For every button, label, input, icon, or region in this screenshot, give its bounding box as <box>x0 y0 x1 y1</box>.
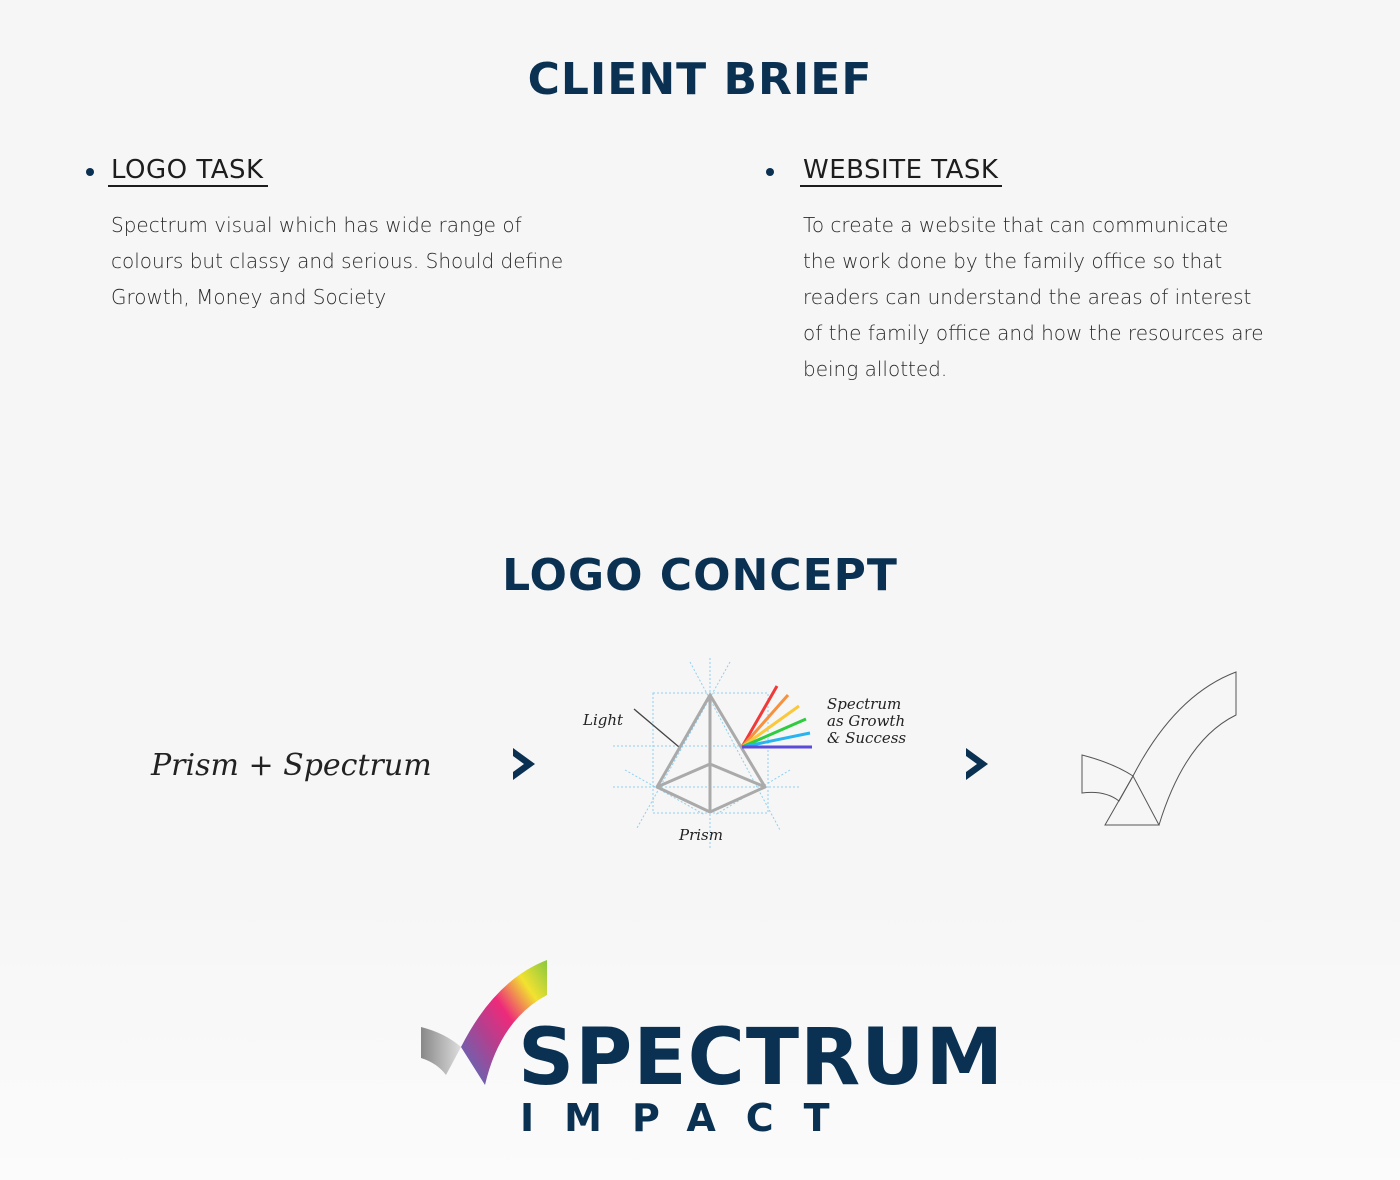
text-line: the work done by the family office so th… <box>803 249 1223 273</box>
prism-shape <box>655 693 767 814</box>
chevron-right-icon <box>513 748 535 780</box>
text-line: Spectrum visual which has wide range of <box>111 213 522 237</box>
prism-label: Prism <box>678 826 723 844</box>
bullet-icon <box>766 168 774 176</box>
text-line: colours but classy and serious. Should d… <box>111 249 564 273</box>
logo-wordmark: SPECTRUM <box>518 1013 1005 1103</box>
website-task-heading: WEBSITE TASK <box>800 155 1003 187</box>
check-sketch <box>1081 671 1237 826</box>
chevron-right-icon <box>966 748 988 780</box>
prism-diagram: Light Prism Spectrum as Growth & Success <box>582 658 906 850</box>
client-brief-title: CLIENT BRIEF <box>527 54 873 105</box>
text-line: readers can understand the areas of inte… <box>803 285 1252 309</box>
spectrum-ray <box>741 731 811 749</box>
bullet-icon <box>86 168 94 176</box>
concept-formula: Prism + Spectrum <box>151 748 432 783</box>
spectrum-logo-mark <box>421 960 547 1085</box>
light-ray <box>633 708 680 748</box>
logo-concept-title: LOGO CONCEPT <box>502 550 898 601</box>
spectrum-ray <box>740 694 790 748</box>
spectrum-label-line: as Growth <box>827 712 905 730</box>
logo-subtitle: IMPACT <box>520 1096 860 1140</box>
text-line: To create a website that can communicate <box>803 213 1229 237</box>
spectrum-label-line: & Success <box>827 729 906 747</box>
text-line: Growth, Money and Society <box>111 285 387 309</box>
spectrum-label-line: Spectrum <box>827 695 901 713</box>
spectrum-rays <box>740 685 812 749</box>
website-task-description: To create a website that can communicate… <box>803 207 1264 387</box>
text-line: being allotted. <box>803 357 948 381</box>
spectrum-ray <box>741 717 807 749</box>
logo-task-heading: LOGO TASK <box>108 155 268 187</box>
logo-task-description: Spectrum visual which has wide range of … <box>111 207 563 315</box>
guide-lines <box>613 658 800 850</box>
spectrum-ray <box>740 685 779 748</box>
text-line: of the family office and how the resourc… <box>803 321 1264 345</box>
spectrum-ray <box>741 704 800 749</box>
light-label: Light <box>582 711 624 729</box>
